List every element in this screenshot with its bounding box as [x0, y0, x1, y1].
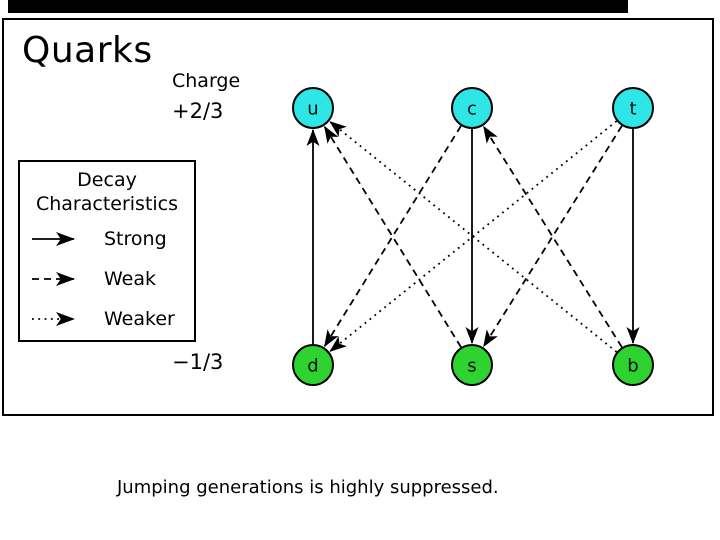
- legend-title-line2: Characteristics: [35, 193, 179, 215]
- quark-label-u: u: [307, 99, 318, 120]
- charge-label: Charge: [172, 70, 241, 92]
- legend-item-weak: Weak: [30, 267, 194, 291]
- solid-arrow-icon: [32, 232, 75, 246]
- page-title: Quarks: [22, 30, 153, 71]
- quark-label-t: t: [629, 99, 636, 120]
- quark-label-c: c: [467, 99, 477, 120]
- dotted-arrow-icon: [32, 312, 75, 326]
- legend-item-label: Strong: [104, 228, 167, 250]
- charge-down-value: −1/3: [172, 350, 224, 374]
- legend-item-label: Weak: [104, 268, 157, 290]
- decay-edge-b-c-weak: [482, 125, 623, 348]
- quark-node-t: t: [612, 87, 654, 129]
- quark-node-u: u: [292, 87, 334, 129]
- caption: Jumping generations is highly suppressed…: [117, 477, 499, 498]
- quark-node-s: s: [451, 344, 493, 386]
- legend-title: Decay Characteristics: [20, 162, 194, 216]
- legend-title-line1: Decay: [77, 169, 137, 191]
- decay-edge-t-s-weak: [482, 125, 623, 348]
- quark-circle-t: [612, 87, 654, 129]
- legend-item-strong: Strong: [30, 227, 194, 251]
- quark-label-b: b: [627, 356, 638, 377]
- quark-circle-c: [451, 87, 493, 129]
- dashed-arrow-icon: [32, 272, 75, 286]
- quark-node-b: b: [612, 344, 654, 386]
- charge-up-value: +2/3: [172, 99, 224, 123]
- quark-circle-b: [612, 344, 654, 386]
- quark-label-s: s: [467, 356, 476, 377]
- quark-node-c: c: [451, 87, 493, 129]
- quark-circle-u: [292, 87, 334, 129]
- top-black-bar: [8, 0, 628, 13]
- quark-circle-s: [451, 344, 493, 386]
- quark-node-d: d: [292, 344, 334, 386]
- legend-item-label: Weaker: [104, 308, 175, 330]
- decay-edge-t-d-weaker: [329, 120, 618, 352]
- quark-label-d: d: [307, 356, 318, 377]
- quark-circle-d: [292, 344, 334, 386]
- legend-item-weaker: Weaker: [30, 307, 194, 331]
